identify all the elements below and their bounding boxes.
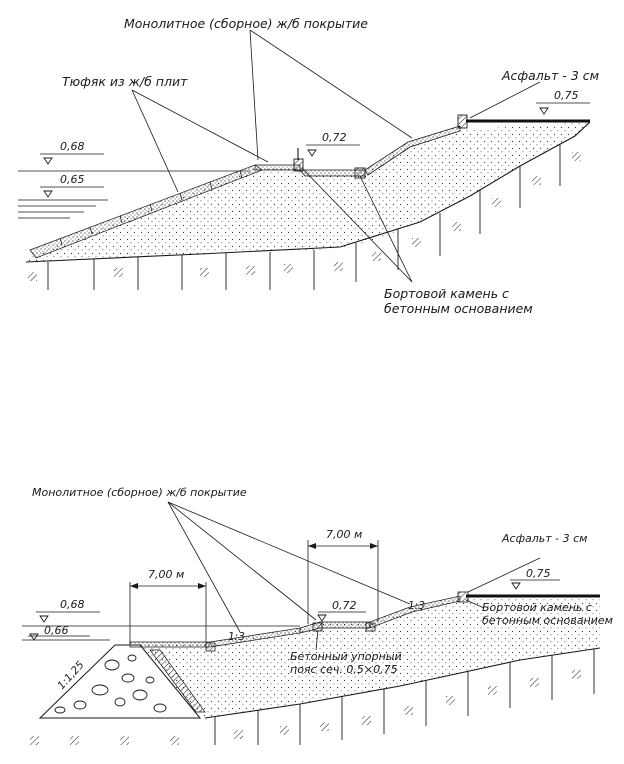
- bottom-leader-lines: [167, 501, 541, 651]
- bottom-piles: [214, 649, 595, 745]
- top-curb-block-left: [293, 158, 304, 172]
- top-level-marker-065: 0,65: [40, 173, 104, 198]
- top-curb-block-top: [457, 114, 468, 129]
- bottom-dim-left-label: 7,00 м: [148, 568, 184, 581]
- top-level-label-065: 0,65: [60, 173, 85, 186]
- bottom-curb-block-2: [312, 622, 323, 632]
- bottom-subsoil-line: [204, 647, 601, 719]
- bottom-toe-hatch: [149, 649, 206, 713]
- bottom-level-marker-068: 0,68: [36, 598, 100, 623]
- bottom-level-marker-075: 0,75: [510, 567, 560, 590]
- bottom-label-belt-line2: пояс сеч. 0,5×0,75: [290, 663, 398, 676]
- top-leader-lines: [131, 29, 541, 283]
- top-berm-slab: [254, 164, 301, 171]
- top-upper-slope-layer: [364, 125, 461, 176]
- top-level-marker-072: 0,72: [306, 131, 360, 157]
- bottom-slope-label-13b: 1:3: [408, 600, 425, 612]
- top-subsoil-line: [25, 121, 591, 263]
- top-label-curb-line2: бетонным основанием: [384, 301, 533, 316]
- bottom-label-curb-line2: бетонным основанием: [482, 614, 613, 627]
- bottom-slope-label-13a: 1:3: [228, 631, 245, 643]
- top-piles: [47, 144, 561, 290]
- bottom-level-marker-072: 0,72: [317, 599, 366, 622]
- bottom-label-pavement: Монолитное (сборное) ж/б покрытие: [32, 486, 247, 499]
- bottom-dimension-left: 7,00 м: [129, 568, 207, 646]
- top-water: [18, 170, 250, 219]
- top-label-curb-line1: Бортовой камень с: [384, 286, 509, 301]
- top-level-label-072: 0,72: [322, 131, 347, 144]
- bottom-dimension-right: 7,00 м: [307, 528, 379, 624]
- top-label-pavement: Монолитное (сборное) ж/б покрытие: [124, 16, 368, 31]
- top-curb-block-right: [354, 167, 366, 179]
- bottom-soil-marks: [30, 670, 581, 745]
- bottom-level-label-072: 0,72: [332, 599, 357, 612]
- top-level-label-068: 0,68: [60, 140, 85, 153]
- bottom-embankment-fill: [130, 596, 600, 718]
- top-mattress-joints: [59, 170, 243, 246]
- bottom-curb-block-3: [365, 622, 376, 632]
- bottom-level-label-068: 0,68: [60, 598, 85, 611]
- top-level-marker-068: 0,68: [40, 140, 104, 165]
- bottom-stones: [54, 654, 167, 714]
- bottom-label-asphalt: Асфальт - 3 см: [501, 532, 587, 545]
- bottom-section: 7,00 м 7,00 м 0,68 0,66 0,72: [22, 486, 613, 745]
- top-section: 0,68 0,65 0,72 0,75 Монолитное: [18, 16, 599, 316]
- bottom-label-curb-line1: Бортовой камень с: [482, 601, 592, 614]
- top-label-mattress: Тюфяк из ж/б плит: [62, 74, 188, 89]
- bottom-level-label-075: 0,75: [526, 567, 551, 580]
- top-label-asphalt: Асфальт - 3 см: [501, 68, 599, 83]
- top-level-label-075: 0,75: [554, 89, 579, 102]
- bottom-water: [22, 625, 300, 641]
- top-level-marker-075: 0,75: [536, 89, 590, 115]
- bottom-label-belt-line1: Бетонный упорный: [290, 650, 402, 663]
- bottom-level-label-066: 0,66: [44, 624, 69, 637]
- top-soil-marks: [28, 152, 581, 281]
- top-embankment-fill: [26, 122, 590, 262]
- bottom-dim-right-label: 7,00 м: [326, 528, 362, 541]
- bottom-level-marker-066: 0,66: [28, 624, 90, 641]
- bottom-curb-block-1: [205, 642, 216, 652]
